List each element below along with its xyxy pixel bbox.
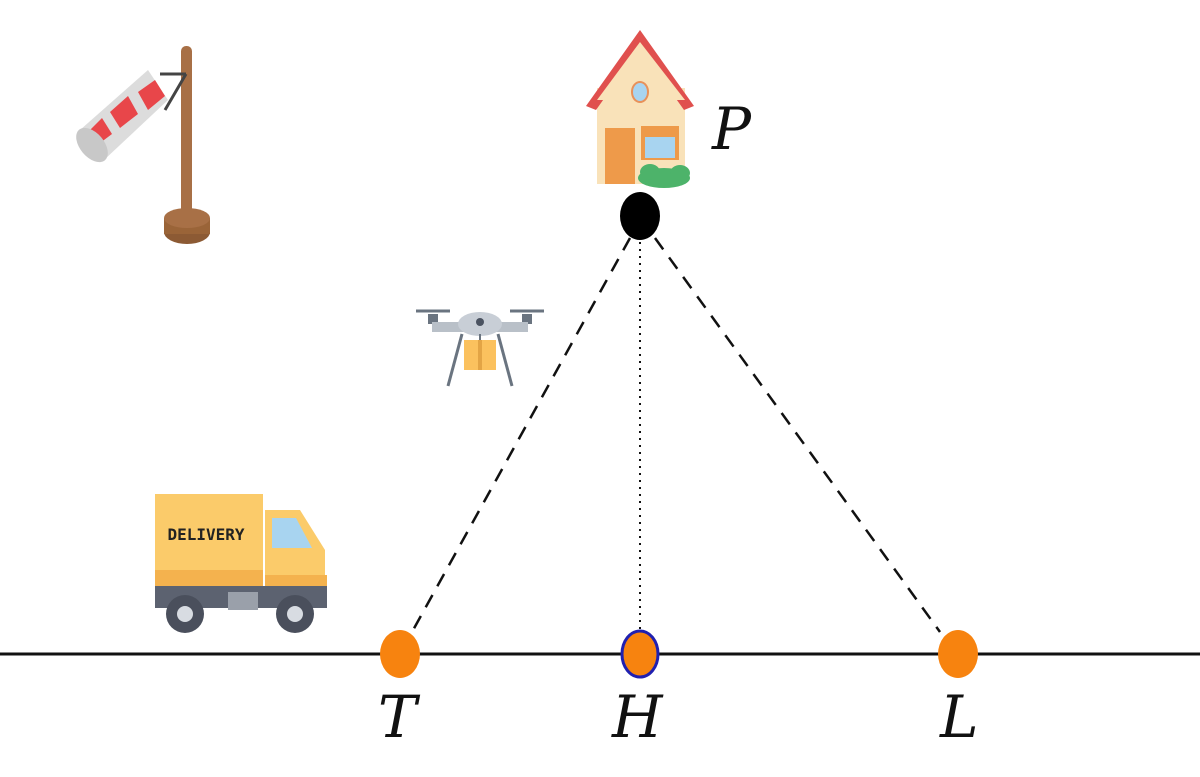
point-p [620, 192, 660, 240]
point-label-p: P [712, 95, 752, 163]
point-label-l: L [940, 683, 979, 751]
delivery-truck-icon: DELIVERY [155, 494, 327, 633]
point-l [938, 630, 978, 678]
point-label-h: H [612, 683, 663, 751]
point-h [620, 629, 660, 679]
drone-with-package-icon [416, 309, 544, 387]
segment-pt [410, 237, 632, 633]
segment-pl [653, 237, 942, 633]
point-t [380, 630, 420, 678]
house-icon [586, 30, 694, 188]
truck-label: DELIVERY [167, 525, 244, 544]
point-label-t: T [378, 683, 417, 751]
windsock-icon [76, 46, 210, 244]
